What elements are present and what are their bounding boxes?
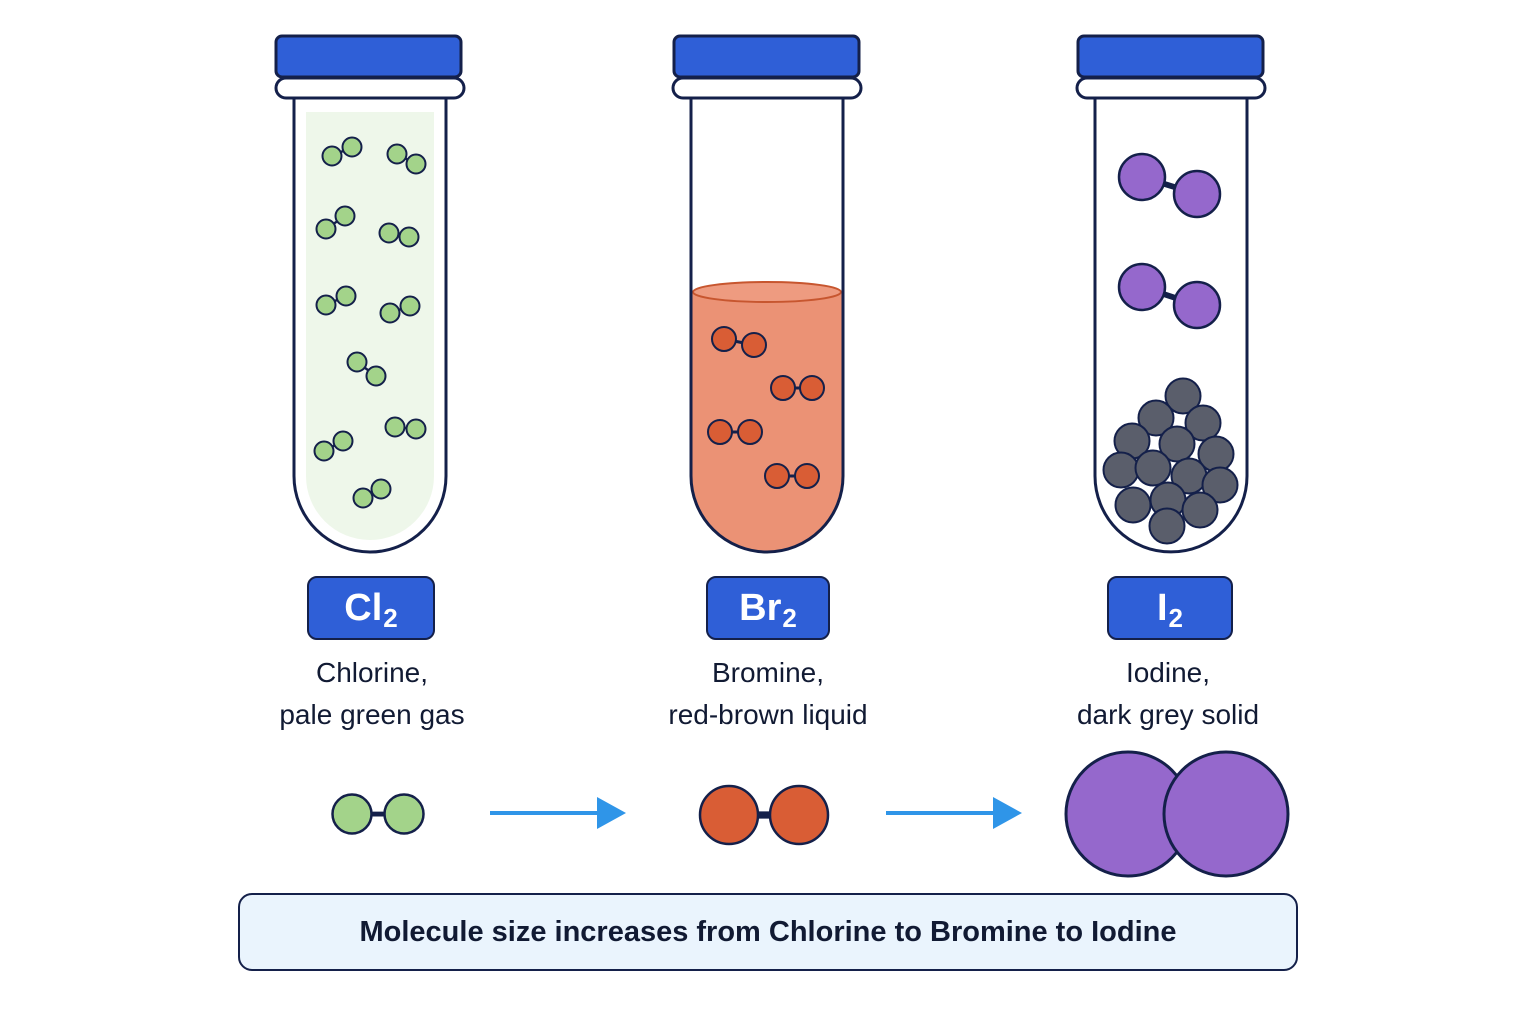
chlorine-molecule bbox=[384, 416, 427, 440]
iodine-tube-glass bbox=[1093, 98, 1249, 554]
bromine-molecule bbox=[711, 326, 767, 358]
chlorine-tube-rim bbox=[274, 76, 466, 100]
bromine-molecule bbox=[764, 463, 820, 489]
iodine-test-tube bbox=[1075, 34, 1267, 554]
iodine-caption: Iodine, dark grey solid bbox=[1008, 652, 1328, 736]
iodine-solid-particle bbox=[1114, 486, 1152, 524]
summary-box: Molecule size increases from Chlorine to… bbox=[238, 893, 1298, 971]
bromine-liquid-surface bbox=[692, 281, 842, 303]
bromine-molecule bbox=[707, 419, 763, 445]
chlorine-molecule bbox=[346, 351, 387, 387]
chlorine-molecule bbox=[378, 222, 420, 248]
iodine-description: dark grey solid bbox=[1076, 699, 1260, 730]
chlorine-formula-symbol: Cl bbox=[344, 587, 383, 629]
iodine-solid-particle bbox=[1164, 377, 1202, 415]
bromine-formula-symbol: Br bbox=[739, 587, 782, 629]
chlorine-molecule bbox=[352, 478, 392, 509]
iodine-molecule-size-model bbox=[1064, 750, 1290, 878]
iodine-solid-particle bbox=[1158, 425, 1196, 463]
iodine-solid-particle bbox=[1184, 404, 1222, 442]
bromine-molecule-size-model bbox=[698, 784, 830, 846]
chlorine-name: Chlorine, bbox=[315, 657, 429, 688]
chlorine-molecule bbox=[321, 136, 363, 167]
bromine-formula-subscript: 2 bbox=[782, 602, 797, 633]
iodine-formula-subscript: 2 bbox=[1168, 602, 1184, 633]
iodine-solid-particle bbox=[1148, 507, 1186, 545]
iodine-solid-cluster bbox=[1102, 377, 1239, 545]
summary-text: Molecule size increases from Chlorine to… bbox=[359, 915, 1177, 948]
iodine-tube-rim bbox=[1075, 76, 1267, 100]
bromine-test-tube bbox=[671, 34, 863, 554]
chlorine-molecule bbox=[386, 143, 427, 175]
bromine-name: Bromine, bbox=[711, 657, 825, 688]
bromine-description: red-brown liquid bbox=[668, 699, 868, 730]
iodine-tube-cap bbox=[1076, 34, 1265, 79]
bromine-molecule bbox=[770, 375, 825, 401]
iodine-name: Iodine, bbox=[1125, 657, 1211, 688]
chlorine-molecule bbox=[315, 285, 357, 316]
chlorine-formula-subscript: 2 bbox=[383, 602, 398, 633]
iodine-molecule bbox=[1117, 152, 1222, 219]
chlorine-molecule bbox=[379, 295, 421, 324]
chlorine-tube-glass bbox=[292, 98, 448, 554]
size-arrow-1 bbox=[490, 797, 626, 829]
iodine-solid-particle bbox=[1102, 451, 1140, 489]
size-arrow-2 bbox=[886, 797, 1022, 829]
molecule-size-comparison bbox=[331, 750, 1290, 878]
chlorine-test-tube bbox=[274, 34, 466, 554]
iodine-solid-particle bbox=[1201, 466, 1239, 504]
chlorine-caption: Chlorine, pale green gas bbox=[212, 652, 532, 736]
bromine-tube-glass bbox=[689, 98, 845, 554]
chlorine-molecule-size-model bbox=[331, 793, 425, 835]
chlorine-description: pale green gas bbox=[279, 699, 465, 730]
iodine-solid-particle bbox=[1137, 399, 1175, 437]
chlorine-gas-fill bbox=[306, 112, 434, 540]
iodine-solid-particle bbox=[1134, 449, 1172, 487]
chlorine-tube-cap bbox=[274, 34, 463, 79]
bromine-caption: Bromine, red-brown liquid bbox=[608, 652, 928, 736]
chlorine-molecule bbox=[315, 205, 356, 240]
chlorine-gas-molecules bbox=[313, 136, 427, 509]
iodine-vapour-molecules bbox=[1117, 152, 1222, 330]
bromine-tube-cap bbox=[672, 34, 861, 79]
bromine-tube-rim bbox=[671, 76, 863, 100]
bromine-liquid-molecules bbox=[707, 326, 825, 489]
iodine-solid-particle bbox=[1181, 491, 1219, 529]
iodine-formula-symbol: I bbox=[1156, 587, 1168, 629]
chlorine-molecule bbox=[313, 430, 354, 462]
iodine-molecule bbox=[1117, 262, 1222, 330]
